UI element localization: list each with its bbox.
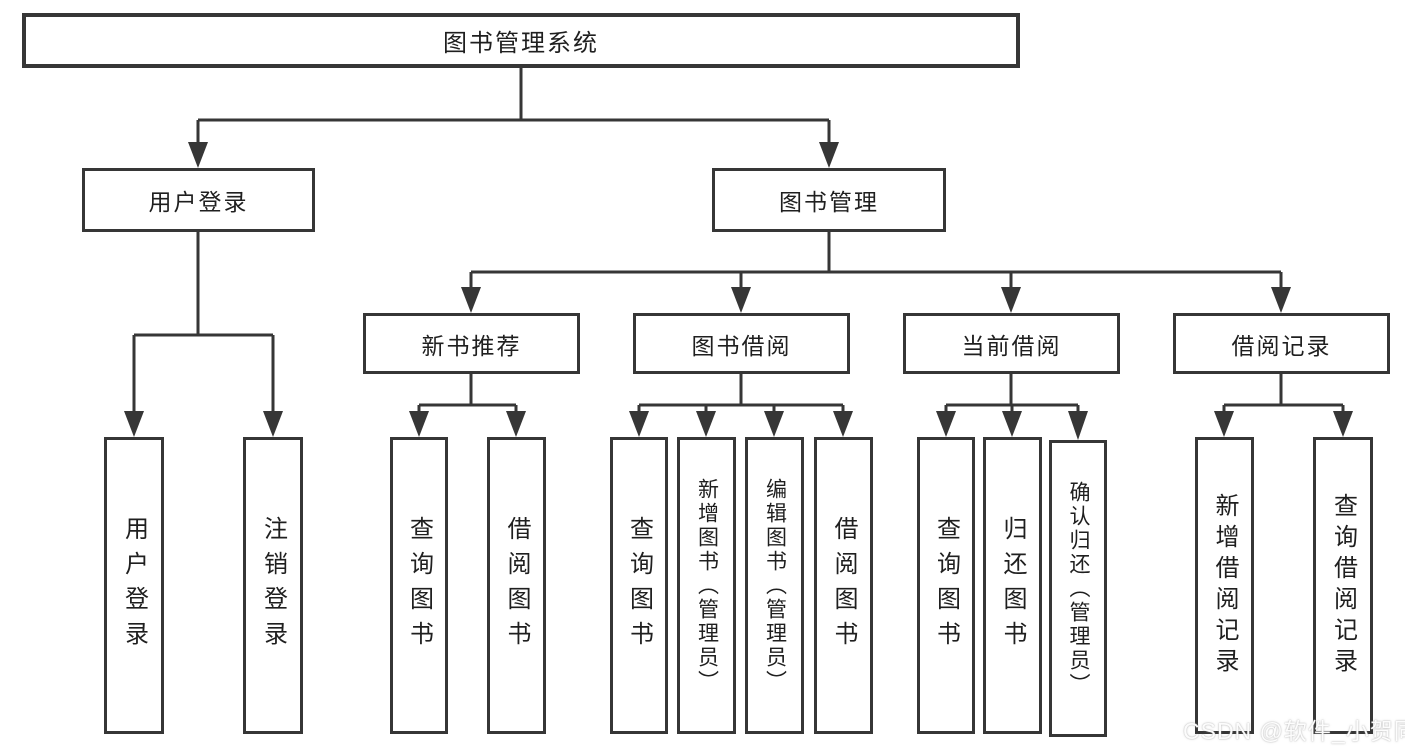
leaf-query-books-recommend: 查询图书 xyxy=(390,437,448,734)
csdn-watermark: CSDN @软件_小贺同学 xyxy=(1183,718,1405,744)
node-root: 图书管理系统 xyxy=(22,13,1020,68)
leaf-user-login: 用户登录 xyxy=(104,437,164,734)
node-borrowing-records: 借阅记录 xyxy=(1173,313,1390,374)
leaf-return-books: 归还图书 xyxy=(983,437,1042,734)
leaf-add-books-admin: 新增图书（管理员） xyxy=(677,437,736,734)
leaf-edit-books-admin: 编辑图书（管理员） xyxy=(745,437,804,734)
node-book-management: 图书管理 xyxy=(712,168,946,232)
leaf-query-books-borrowing: 查询图书 xyxy=(610,437,668,734)
node-book-borrowing: 图书借阅 xyxy=(633,313,850,374)
leaf-query-books-current: 查询图书 xyxy=(917,437,975,734)
leaf-borrow-books-recommend: 借阅图书 xyxy=(487,437,546,734)
node-user-login: 用户登录 xyxy=(82,168,315,232)
node-current-borrowing: 当前借阅 xyxy=(903,313,1120,374)
node-new-book-recommend: 新书推荐 xyxy=(363,313,580,374)
leaf-logout: 注销登录 xyxy=(243,437,303,734)
leaf-borrow-books: 借阅图书 xyxy=(814,437,873,734)
leaf-add-borrow-record: 新增借阅记录 xyxy=(1195,437,1254,734)
leaf-query-borrow-record: 查询借阅记录 xyxy=(1313,437,1373,734)
leaf-confirm-return-admin: 确认归还（管理员） xyxy=(1049,440,1107,737)
arrowheads xyxy=(124,142,1353,440)
